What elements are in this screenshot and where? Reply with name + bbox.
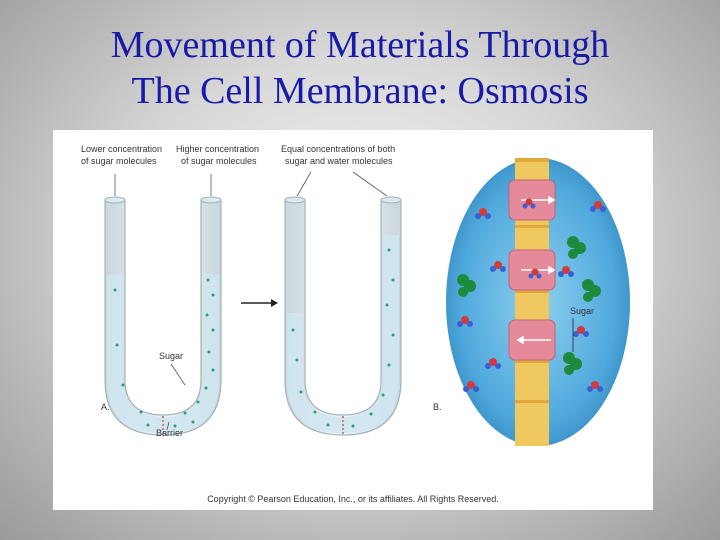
barrier-label: Barrier bbox=[156, 428, 183, 438]
sugar-label-b: Sugar bbox=[570, 306, 594, 316]
osmosis-figure: Lower concentration of sugar molecules H… bbox=[53, 130, 653, 510]
cell-closeup bbox=[446, 158, 630, 446]
copyright-notice: Copyright © Pearson Education, Inc., or … bbox=[207, 494, 499, 504]
osmosis-diagram: Lower concentration of sugar molecules H… bbox=[81, 144, 630, 446]
panel-a-label: A. bbox=[101, 402, 110, 412]
equal-concentrations-label-2: sugar and water molecules bbox=[285, 156, 393, 166]
sugar-molecules bbox=[457, 236, 601, 375]
slide-title-line-2: The Cell Membrane: Osmosis bbox=[131, 70, 589, 112]
slide-title: Movement of Materials Through The Cell M… bbox=[0, 22, 720, 114]
process-arrow bbox=[241, 299, 278, 307]
panel-b-label: B. bbox=[433, 402, 442, 412]
sugar-label-a: Sugar bbox=[159, 351, 183, 361]
water-molecules bbox=[457, 198, 606, 392]
slide-title-line-1: Movement of Materials Through bbox=[110, 24, 610, 66]
lower-concentration-label-1: Lower concentration bbox=[81, 144, 162, 154]
u-tube-right bbox=[284, 171, 402, 436]
lower-concentration-label-2: of sugar molecules bbox=[81, 156, 157, 166]
u-tube-left bbox=[104, 174, 222, 436]
higher-concentration-label-1: Higher concentration bbox=[176, 144, 259, 154]
higher-concentration-label-2: of sugar molecules bbox=[181, 156, 257, 166]
equal-concentrations-label-1: Equal concentrations of both bbox=[281, 144, 395, 154]
